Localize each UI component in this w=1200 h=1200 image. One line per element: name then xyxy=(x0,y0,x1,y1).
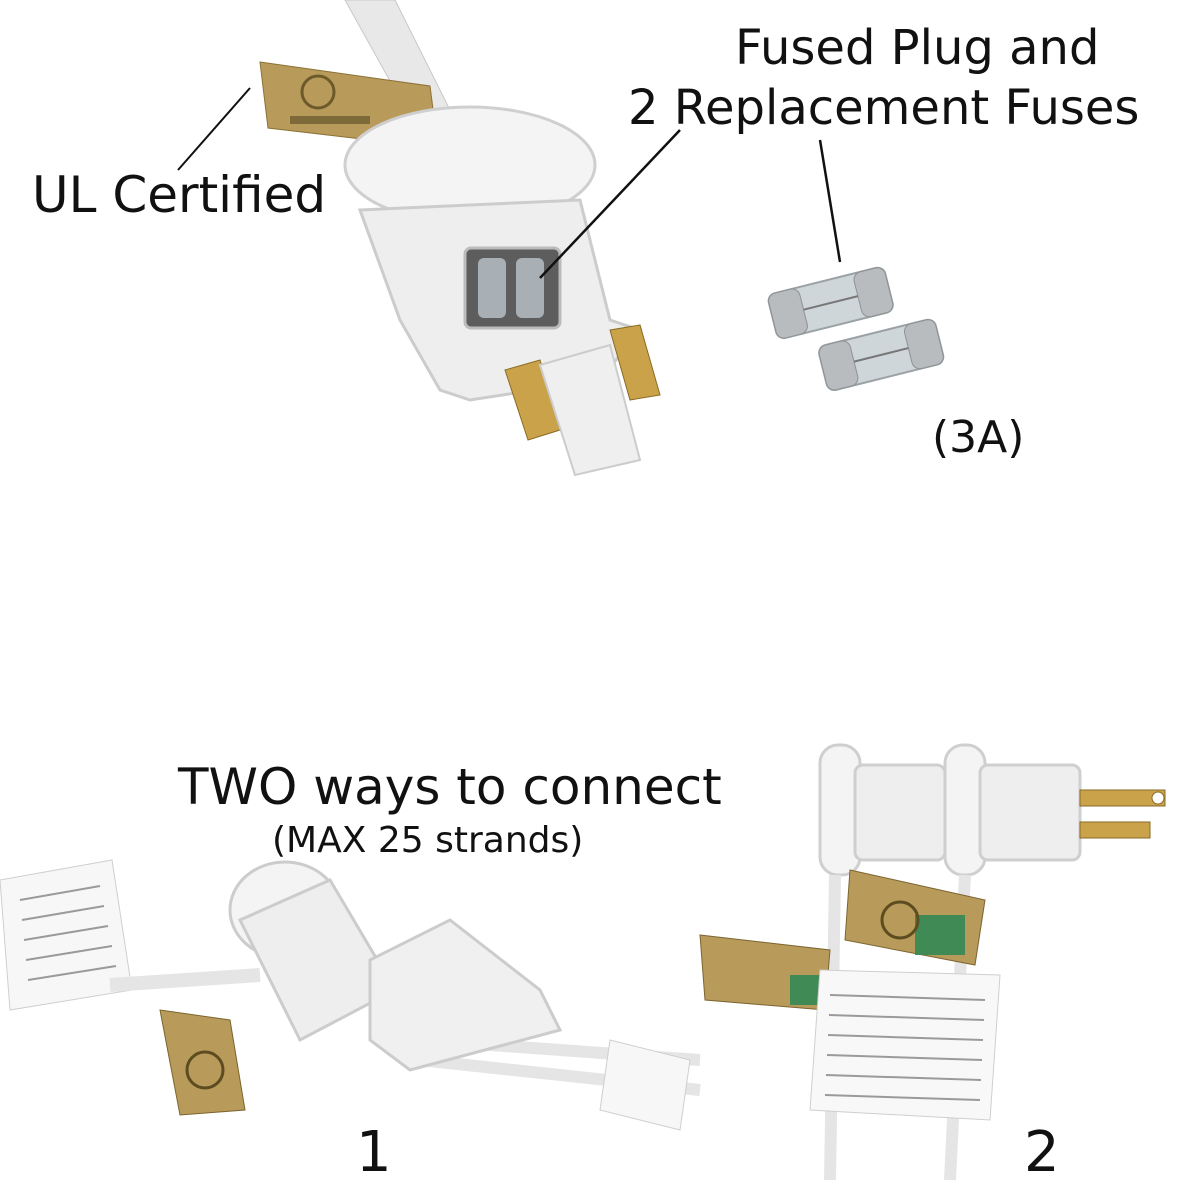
connect-subtitle: (MAX 25 strands) xyxy=(272,820,584,861)
ul-certified-label: UL Certified xyxy=(32,166,327,224)
fused-plug-photo xyxy=(259,0,661,477)
replacement-fuses xyxy=(767,266,945,391)
amperage-label: (3A) xyxy=(932,412,1025,463)
option-1-label: 1 xyxy=(356,1120,392,1185)
fused-plug-label-line-1: Fused Plug and xyxy=(735,20,1100,76)
plug-fuse-leader-line xyxy=(539,129,681,279)
ul-leader-line xyxy=(177,87,251,171)
connect-title: TWO ways to connect xyxy=(178,758,722,816)
connection-1-photo xyxy=(0,859,701,1131)
fused-plug-label-line-2: 2 Replacement Fuses xyxy=(628,80,1140,136)
connection-2-photo xyxy=(699,743,1166,1181)
fuse-leader-line xyxy=(818,139,842,263)
option-2-label: 2 xyxy=(1024,1120,1060,1185)
